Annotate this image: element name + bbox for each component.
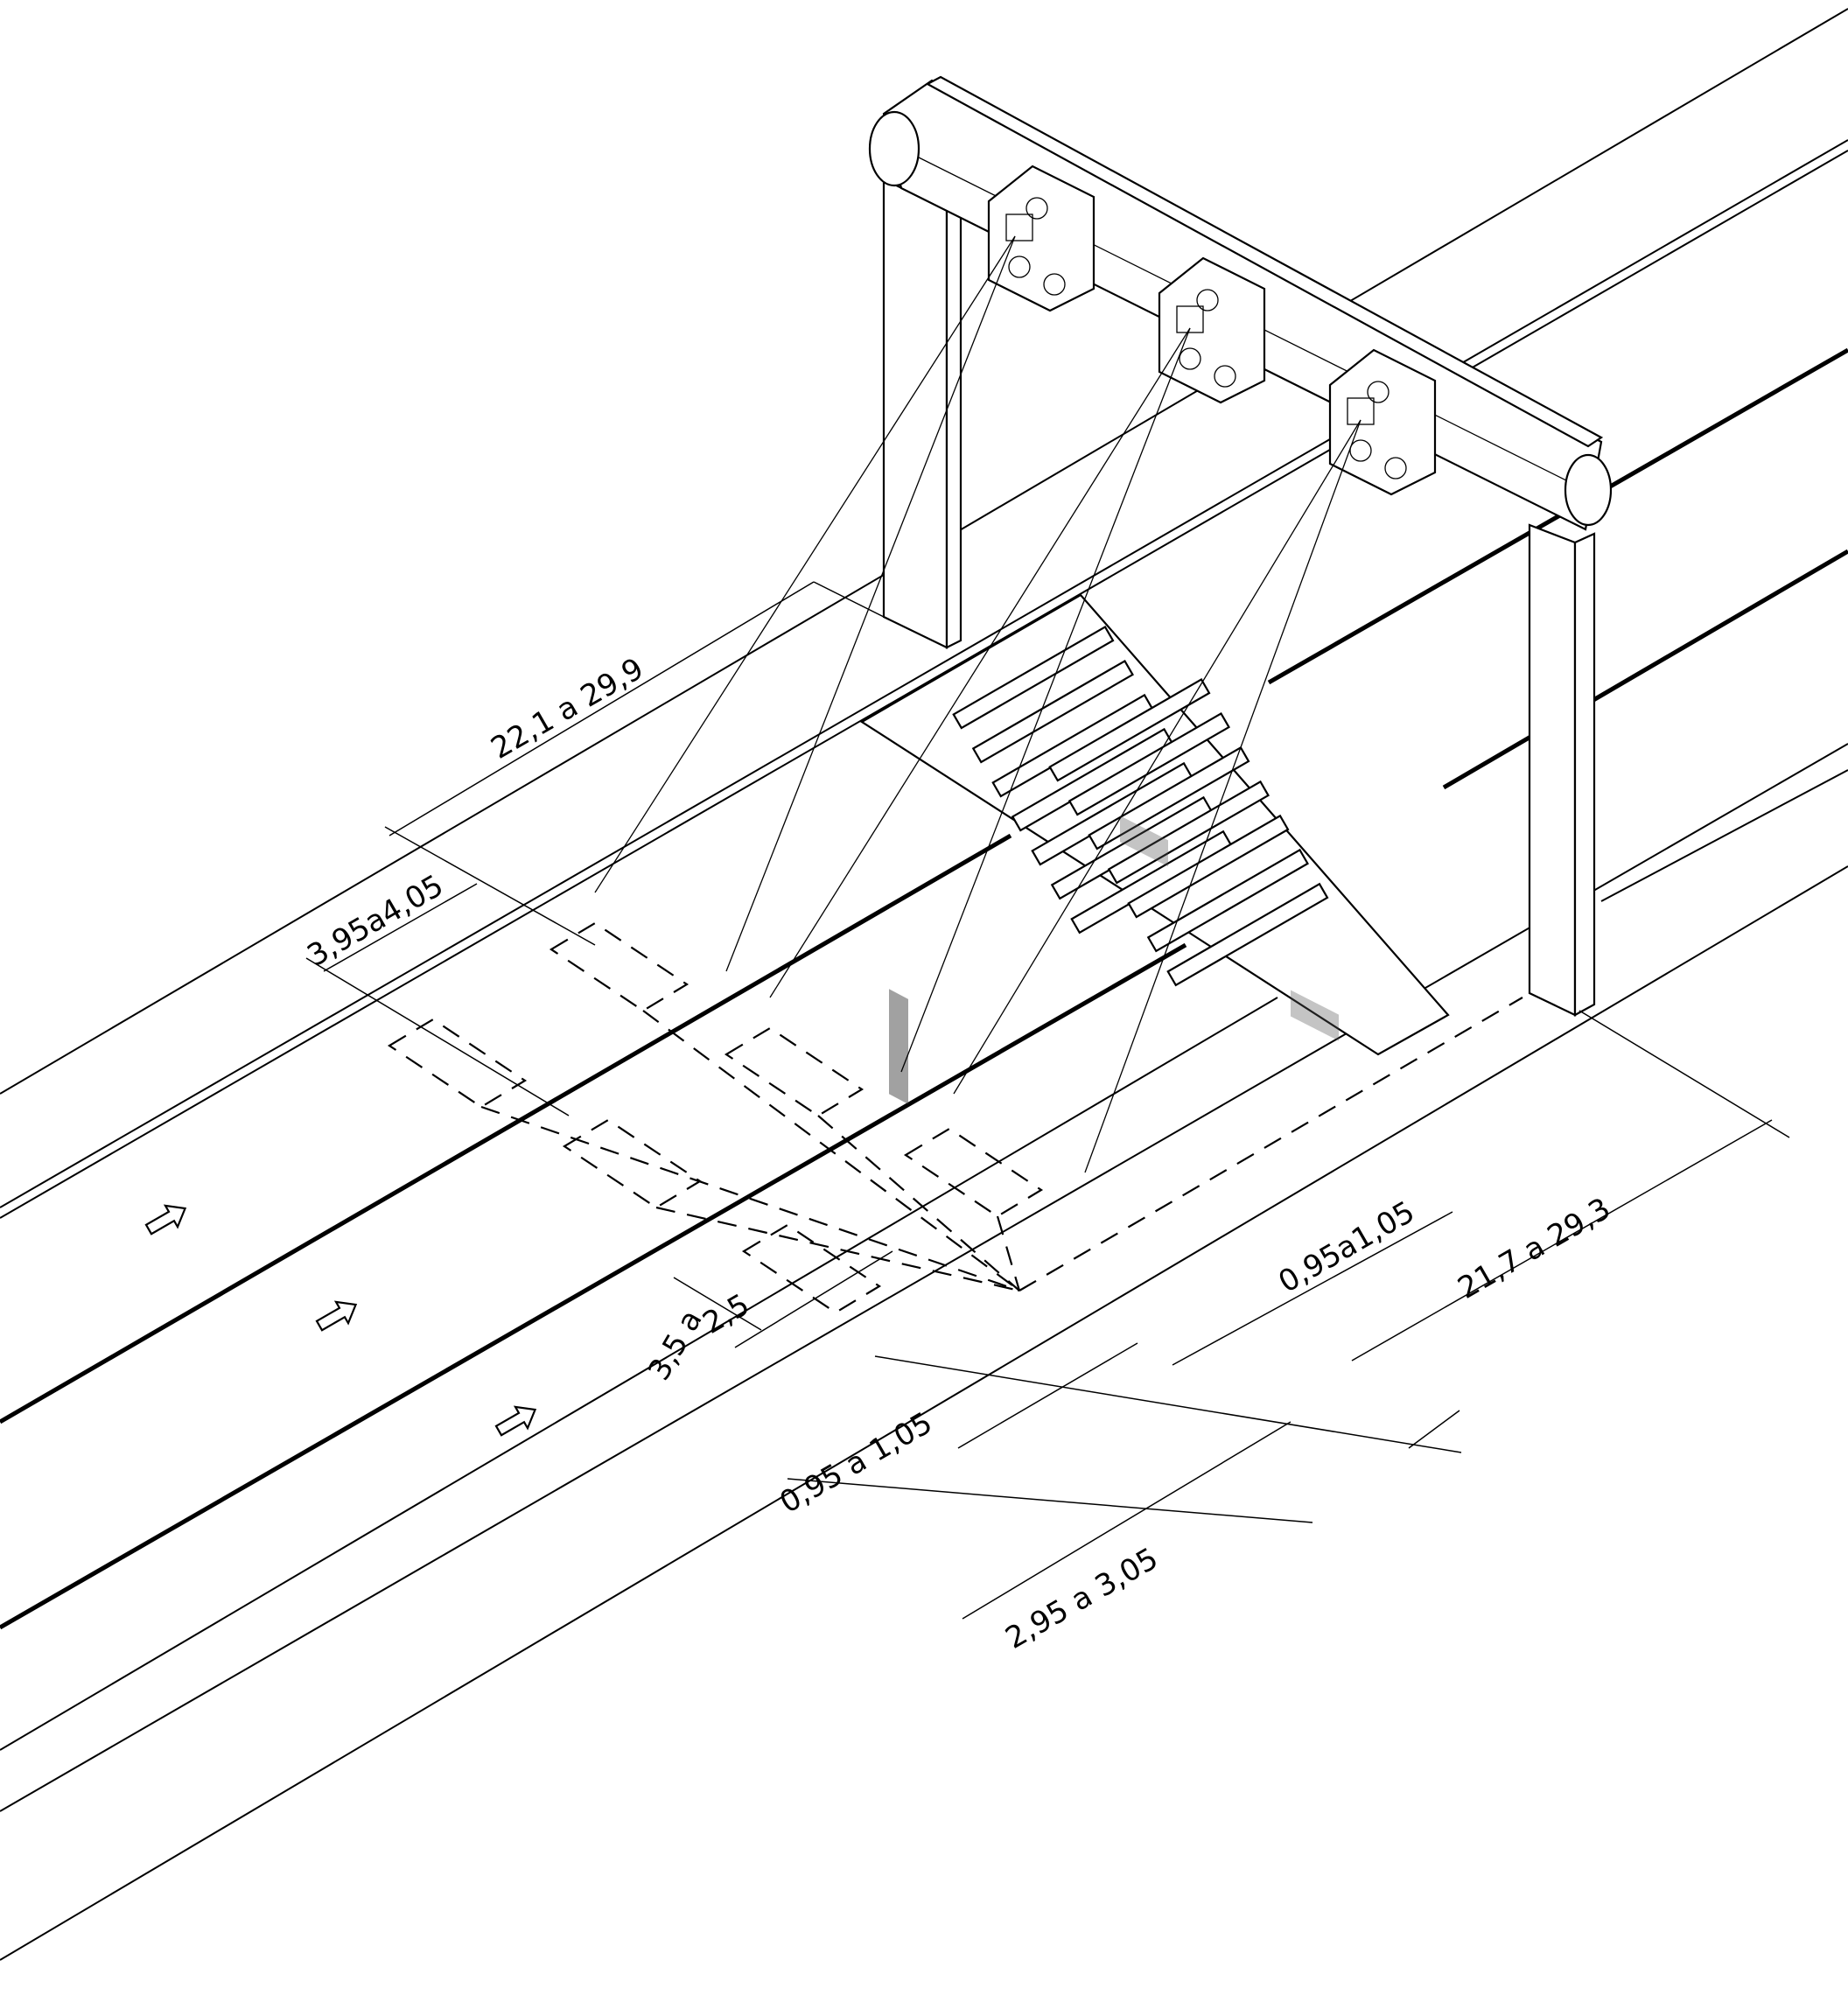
- lane-line-2b: [1442, 549, 1848, 790]
- dimension-label: 3,95a4,05: [302, 868, 450, 974]
- camera-sight-lines: [594, 235, 1362, 1173]
- dimension-label: 22,1 a 29,9: [486, 651, 650, 766]
- lane-direction-arrow-icon: [144, 1204, 187, 1236]
- camera-unit: [1158, 256, 1266, 404]
- lane-direction-arrow-icon: [494, 1405, 537, 1437]
- road-edge-shoulder-2: [0, 150, 1848, 1219]
- stripe-field: [859, 593, 1450, 1056]
- lane-line-3: [1600, 769, 1848, 902]
- dimension-label: 21,7 a 29,3: [1452, 1191, 1617, 1306]
- gantry-beam-top: [925, 75, 1604, 448]
- camera-unit: [987, 164, 1096, 312]
- dimension-label: 2,5: [697, 1287, 756, 1341]
- lane-line-1: [0, 833, 1012, 1424]
- lane-direction-arrow-icon: [315, 1300, 358, 1332]
- gantry-left-cap: [868, 110, 920, 187]
- road-edges: [0, 8, 1848, 1961]
- gantry-right-cap: [1564, 453, 1613, 527]
- gantry-left-post-side: [945, 201, 962, 649]
- dimension-lines: [305, 581, 1790, 1620]
- road-edge-near-3: [0, 997, 1278, 1751]
- dimension-label: 3,5 a: [641, 1304, 710, 1386]
- road-edge-shoulder-1: [0, 139, 1848, 1208]
- gantry-right-post-side: [1573, 532, 1596, 1017]
- camera-unit: [1328, 348, 1437, 496]
- detection-zones: [387, 921, 1523, 1314]
- dimension-label: 0,95a1,05: [1273, 1194, 1421, 1300]
- gantry-right-post: [1528, 523, 1577, 1017]
- dimension-label: 0,95 a 1,05: [774, 1405, 939, 1521]
- dimension-label: 2,95 a 3,05: [1000, 1541, 1165, 1656]
- gantry-left-post: [882, 178, 948, 649]
- lane-markings: [0, 347, 1848, 1630]
- lane-line-2: [0, 942, 1187, 1630]
- road-edge-near-2: [0, 865, 1848, 1961]
